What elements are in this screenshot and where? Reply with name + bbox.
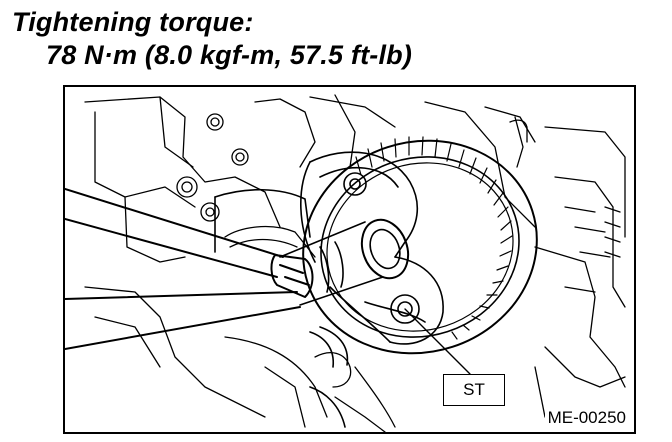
engine-block-sketch xyxy=(84,94,626,432)
engine-pulley-illustration xyxy=(65,94,626,432)
torque-heading-value: 78 N·m (8.0 kgf-m, 57.5 ft-lb) xyxy=(46,40,413,70)
callout-leader-line xyxy=(404,308,471,375)
pulley-holder-tool xyxy=(300,151,444,345)
figure-id: ME-00250 xyxy=(544,408,626,428)
special-tool-callout: ST xyxy=(443,374,505,406)
pulley-bolt-socket xyxy=(279,218,410,306)
camshaft-sprocket xyxy=(302,136,538,355)
illustration-frame: ST ME-00250 xyxy=(63,85,636,434)
coolant-hose xyxy=(309,326,349,428)
torque-heading-title: Tightening torque: xyxy=(12,7,254,37)
torque-heading: Tightening torque: 78 N·m (8.0 kgf-m, 57… xyxy=(12,6,412,72)
engine-housing xyxy=(214,188,311,253)
torque-wrench xyxy=(65,188,314,350)
